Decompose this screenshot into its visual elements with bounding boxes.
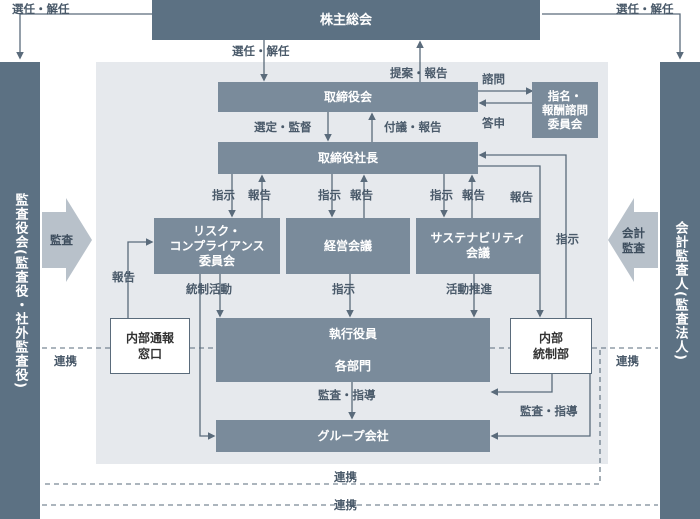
accounting-auditor-box: 会計監査人(監査法人)	[660, 62, 700, 519]
report-label-1: 報告	[248, 188, 271, 202]
proposal-report-label: 提案・報告	[390, 66, 448, 80]
instruction-label-2: 指示	[318, 188, 341, 202]
audit-arrow-shape	[42, 198, 92, 282]
elect-right-label: 選任・解任	[616, 2, 674, 16]
audit-arrow-label: 監査	[50, 233, 73, 247]
board-box: 取締役会	[218, 82, 478, 112]
report-label-3: 報告	[462, 188, 485, 202]
auditors-board-box: 監査役会(監査役・社外監査役)	[0, 62, 40, 519]
activity-promotion-label: 活動推進	[446, 282, 492, 296]
instruction-label-1: 指示	[212, 188, 235, 202]
supervise-guide-label: 監査・指導	[318, 388, 376, 402]
inquiry-label: 諮問	[482, 72, 505, 86]
report-label-2: 報告	[350, 188, 373, 202]
shareholders-meeting-box: 株主総会	[152, 0, 540, 40]
sustainability-meeting-box: サステナビリティ 会議	[416, 218, 540, 274]
refer-report-label: 付議・報告	[384, 120, 442, 134]
select-supervise-label: 選定・監督	[254, 120, 312, 134]
group-companies-box: グループ会社	[216, 420, 490, 452]
executive-officers-box: 執行役員	[216, 318, 490, 350]
instruction-label-3: 指示	[430, 188, 453, 202]
risk-compliance-committee-box: リスク・ コンプライアンス 委員会	[154, 218, 280, 274]
report-right-label: 報告	[510, 190, 533, 204]
report-left-label: 報告	[112, 270, 135, 284]
accounting-audit-arrow-label: 会計 監査	[622, 226, 645, 255]
nomination-committee-box: 指名・ 報酬諮問 委員会	[532, 82, 598, 138]
management-meeting-box: 経営会議	[286, 218, 410, 274]
elect-left-label: 選任・解任	[12, 2, 70, 16]
control-activities-label: 統制活動	[186, 282, 232, 296]
instruction-right-label: 指示	[556, 232, 579, 246]
cooperate-left-label: 連携	[54, 354, 77, 368]
audit-guide-label: 監査・指導	[520, 404, 578, 418]
internal-control-dept-box: 内部 統制部	[510, 318, 592, 374]
president-box: 取締役社長	[218, 142, 478, 174]
elect-board-label: 選任・解任	[232, 44, 290, 58]
cooperate-bottom-label-1: 連携	[334, 470, 357, 484]
cooperate-right-label: 連携	[616, 354, 639, 368]
accounting-audit-arrow-shape	[608, 198, 658, 282]
departments-box: 各部門	[216, 350, 490, 382]
answer-label: 答申	[482, 116, 505, 130]
cooperate-bottom-label-2: 連携	[334, 498, 357, 512]
instruction-center-label: 指示	[332, 282, 355, 296]
whistleblowing-desk-box: 内部通報 窓口	[110, 318, 190, 374]
